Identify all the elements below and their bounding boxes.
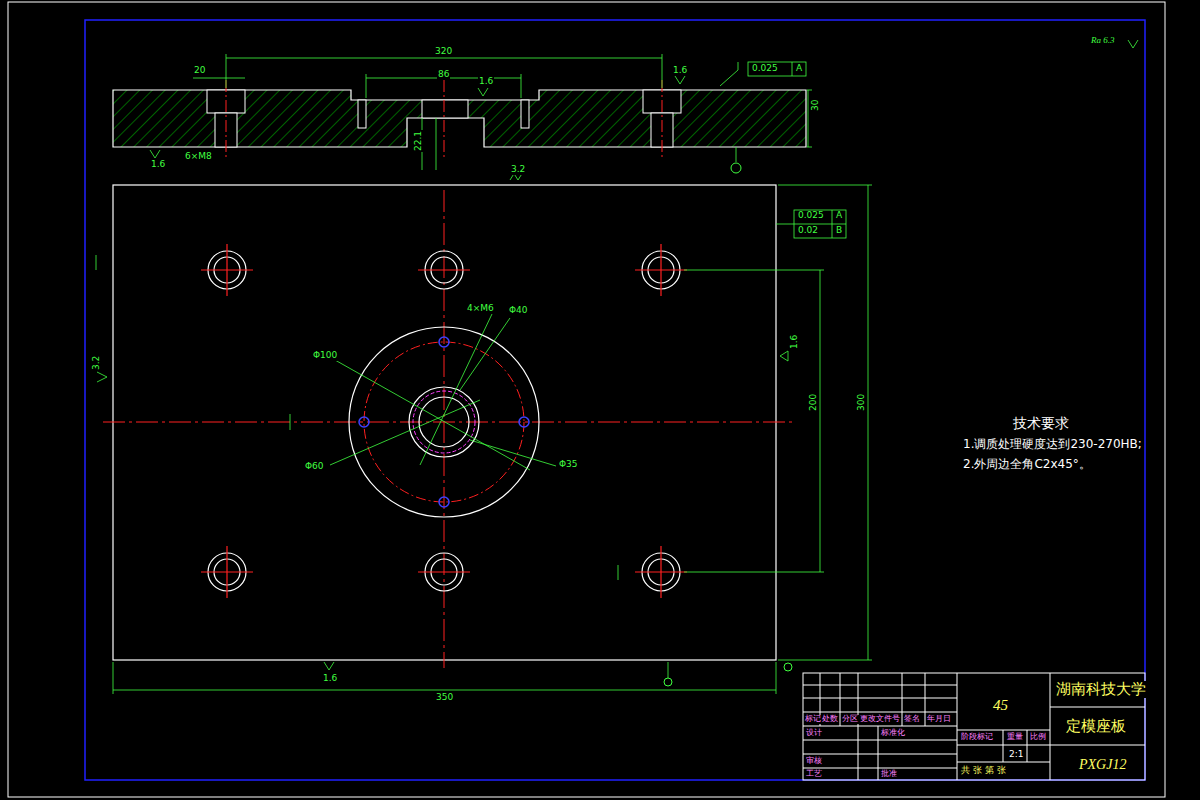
title-block-cell: 2:1 <box>1008 750 1024 760</box>
dimension-text: B <box>835 226 843 236</box>
title-block-cell: 更改文件号 <box>859 715 901 724</box>
title-block-cell: 共 张 第 张 <box>960 766 1007 776</box>
dimension-text: 320 <box>434 47 453 57</box>
dimension-text: 350 <box>435 693 454 703</box>
title-block-cell: 设计 <box>805 729 823 738</box>
dimension-text: 0.02 <box>797 226 819 236</box>
title-block-cell: 批准 <box>880 770 898 779</box>
dimension-text: Φ40 <box>508 306 529 316</box>
dimension-text: 0.025 <box>751 64 779 74</box>
dimension-text: Ra 6.3 <box>1090 36 1116 46</box>
dimension-text: A <box>835 211 843 221</box>
dimension-text: 4×M6 <box>466 304 495 314</box>
dimension-text: 1.6 <box>478 77 494 87</box>
dimension-text: 0.025 <box>797 211 825 221</box>
dimension-text: 1.6 <box>790 334 800 350</box>
dimension-text: 3.2 <box>92 355 102 371</box>
dimension-text: 6×M8 <box>184 152 213 162</box>
dimension-text: 1.6 <box>672 66 688 76</box>
dimension-text: A <box>795 64 803 74</box>
title-block-cell: 审核 <box>805 757 823 766</box>
note-text: 1.调质处理硬度达到230-270HB; <box>962 438 1143 451</box>
title-block-cell: 湖南科技大学 <box>1055 681 1147 698</box>
dimension-text: 1.6 <box>322 674 338 684</box>
title-block-cell: 标记 <box>804 715 822 724</box>
dimension-text: 1.6 <box>150 160 166 170</box>
title-block-cell: 比例 <box>1029 733 1047 742</box>
title-block-cell: PXGJ12 <box>1078 757 1127 772</box>
title-block-cell: 工艺 <box>805 770 823 779</box>
title-block-cell: 阶段标记 <box>960 733 994 742</box>
title-block-cell: 标准化 <box>880 729 906 738</box>
dimension-text: Φ60 <box>304 462 325 472</box>
dimension-text: 30 <box>811 99 821 112</box>
dimension-text: 3.2 <box>510 165 526 175</box>
note-text: 2.外周边全角C2x45°。 <box>962 458 1092 471</box>
title-block-cell: 定模座板 <box>1065 718 1127 735</box>
title-block-cell: 分区 <box>841 715 859 724</box>
dimension-text: 200 <box>809 393 819 412</box>
dimension-text: Φ35 <box>558 460 579 470</box>
note-text: 技术要求 <box>1012 416 1070 431</box>
dimension-text: 300 <box>857 393 867 412</box>
dimension-text: 86 <box>437 70 450 80</box>
title-block-cell: 45 <box>992 697 1009 714</box>
dimension-text: 22.1 <box>414 130 424 152</box>
dimension-text: Φ100 <box>312 351 338 361</box>
title-block-cell: 签名 <box>903 715 921 724</box>
title-block-cell: 年月日 <box>926 715 952 724</box>
title-block-cell: 处数 <box>821 715 839 724</box>
dimension-text: 20 <box>193 66 206 76</box>
title-block-cell: 重量 <box>1006 733 1024 742</box>
